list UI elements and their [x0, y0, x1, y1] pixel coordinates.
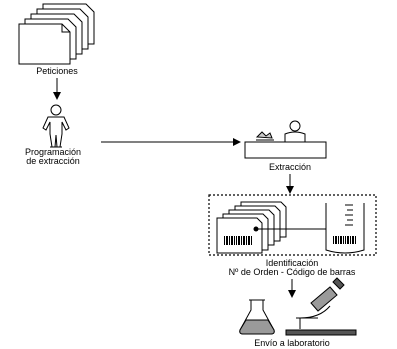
tube-barcode-icon — [333, 236, 356, 244]
extraction-desk-icon — [244, 120, 327, 159]
extraccion-label: Extracción — [269, 162, 311, 172]
peticiones-label: Peticiones — [36, 66, 78, 76]
barcode-documents-icon — [216, 201, 287, 254]
envio-label: Envío a laboratorio — [254, 338, 330, 348]
programacion-label-line1: Programación — [25, 147, 81, 157]
identificacion-label-line2: Nº de Orden - Código de barras — [229, 267, 356, 277]
test-tube-icon — [325, 203, 365, 254]
programacion-label-line2: de extracción — [26, 156, 80, 166]
barcode-icon — [224, 236, 252, 245]
identificacion-label-line1: Identificación — [266, 258, 319, 268]
identification-box — [208, 194, 377, 256]
flask-icon — [239, 299, 275, 335]
documents-stack-icon — [18, 3, 95, 65]
microscope-icon — [285, 277, 357, 336]
person-icon — [42, 104, 70, 148]
